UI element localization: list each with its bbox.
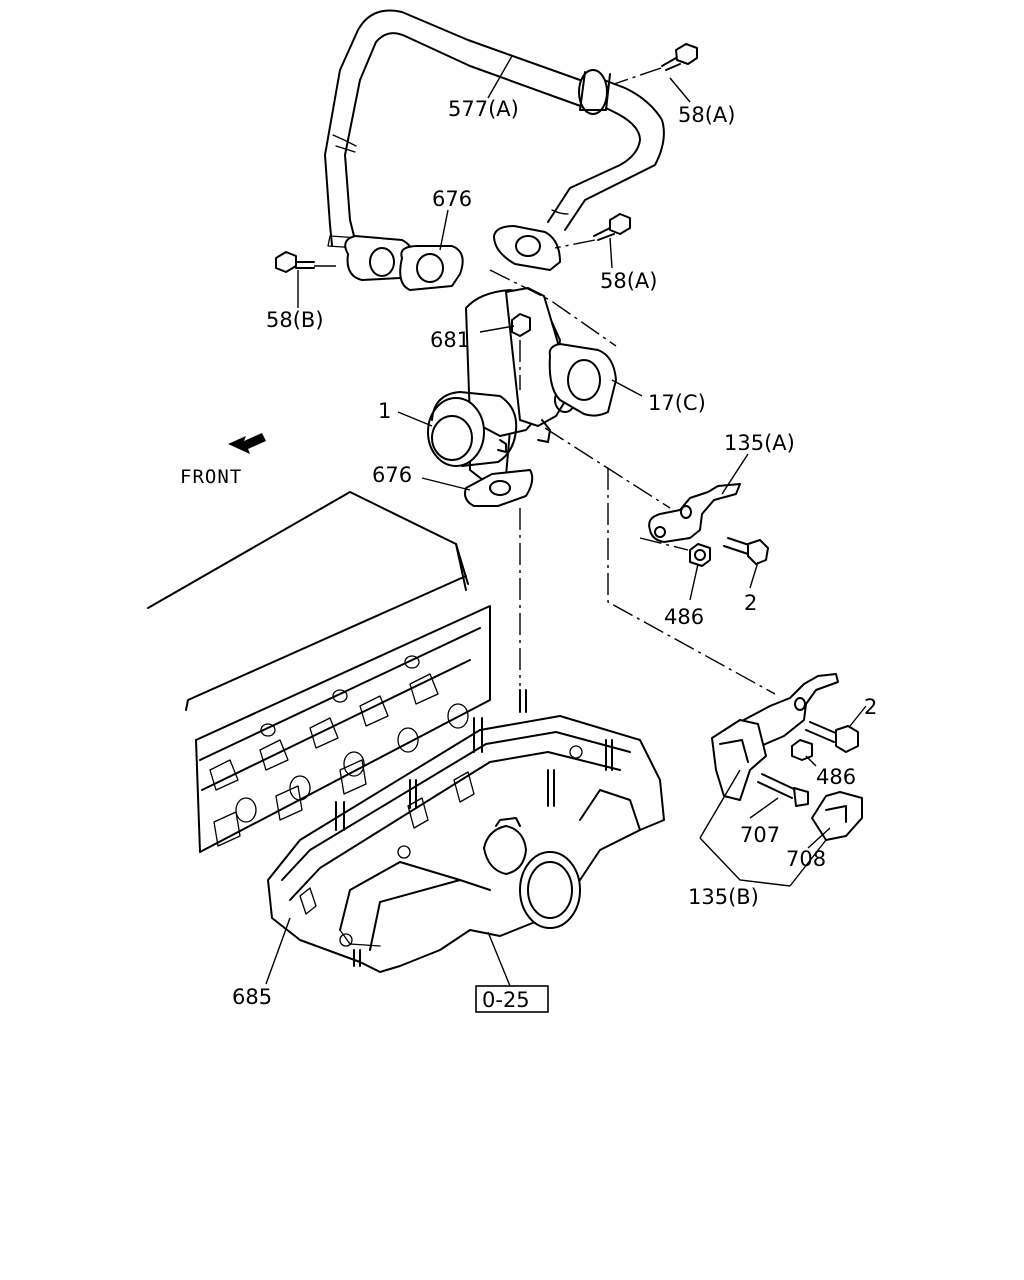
label-681: 681 — [430, 328, 470, 352]
gasket-17c — [548, 343, 617, 417]
nut-486-b — [791, 739, 813, 761]
label-2-a: 2 — [744, 591, 757, 615]
gasket-676-lower — [464, 469, 534, 507]
intake-manifold — [267, 689, 665, 973]
label-676-lower: 676 — [372, 463, 412, 487]
label-577a: 577(A) — [448, 97, 519, 121]
nut-681 — [511, 313, 531, 337]
bolt-2-b — [805, 721, 859, 753]
bolt-58a-lower — [554, 213, 631, 249]
label-135a: 135(A) — [724, 431, 795, 455]
label-685: 685 — [232, 985, 272, 1009]
front-arrow-icon — [228, 433, 266, 454]
label-2-b: 2 — [864, 695, 877, 719]
label-708: 708 — [786, 847, 826, 871]
egr-pipe — [324, 9, 665, 249]
label-17c: 17(C) — [648, 391, 706, 415]
reference-box[interactable]: 0-25 — [475, 985, 549, 1013]
leader-lines — [265, 55, 867, 987]
label-1: 1 — [378, 399, 391, 423]
label-486-b: 486 — [816, 765, 856, 789]
bracket-135b-lower — [711, 719, 767, 801]
label-676-upper: 676 — [432, 187, 472, 211]
label-58a-lower: 58(A) — [600, 269, 657, 293]
cylinder-head — [147, 491, 491, 853]
front-label: FRONT — [180, 466, 242, 488]
label-58b: 58(B) — [266, 308, 324, 332]
bolt-58b — [275, 251, 340, 273]
pipe-flange-right — [493, 225, 561, 271]
nut-486-a — [689, 543, 711, 567]
bracket-135a — [648, 483, 741, 543]
label-58a-upper: 58(A) — [678, 103, 735, 127]
stud-707 — [757, 773, 809, 807]
label-486-a: 486 — [664, 605, 704, 629]
gasket-676-upper — [399, 245, 464, 291]
reference-box-label: 0-25 — [482, 988, 530, 1012]
clip-708 — [811, 791, 863, 841]
label-707: 707 — [740, 823, 780, 847]
label-135b: 135(B) — [688, 885, 759, 909]
callout-labels: 577(A) 58(A) 676 58(B) 58(A) 681 17(C) 1… — [232, 97, 877, 1009]
bolt-58a-upper — [613, 43, 698, 85]
bolt-2-a — [723, 537, 769, 565]
